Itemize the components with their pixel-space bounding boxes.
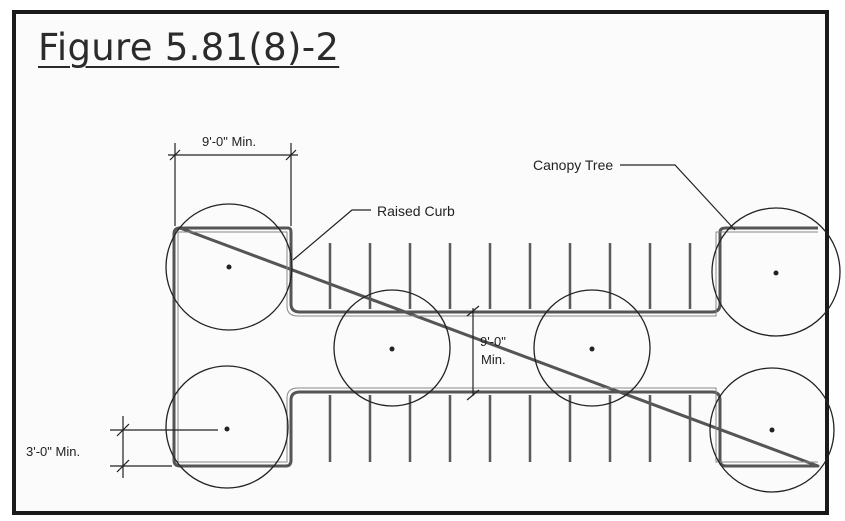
canopy-tree-center-left: [333, 289, 451, 407]
dimension-top-width-label: 9'-0" Min.: [202, 134, 256, 149]
dimension-left-offset-label: 3'-0" Min.: [26, 444, 80, 459]
canopy-tree-bottom-left: [165, 365, 289, 489]
dimension-middle-width-label-line1: 9'-0": [480, 334, 506, 349]
canopy-tree-top-right: [711, 207, 841, 337]
raised-curb-outline: [172, 226, 820, 468]
figure-frame: [12, 10, 829, 515]
dimension-middle-width-label-line2: Min.: [481, 352, 506, 367]
figure-title: Figure 5.81(8)-2: [38, 26, 340, 69]
dimension-middle-width: [466, 305, 480, 401]
dimension-left-offset: [110, 416, 218, 478]
raised-curb-label: Raised Curb: [377, 203, 455, 219]
dimension-top-width: [168, 143, 298, 226]
stall-lines-top: [328, 243, 692, 309]
raised-curb-leader: [292, 209, 371, 261]
canopy-tree-top-left: [165, 203, 293, 331]
stall-lines-bottom: [328, 395, 692, 462]
canopy-tree-bottom-right: [709, 367, 835, 493]
canopy-tree-center-right: [533, 289, 651, 407]
canopy-tree-label: Canopy Tree: [533, 157, 613, 173]
canopy-tree-leader: [620, 164, 736, 231]
